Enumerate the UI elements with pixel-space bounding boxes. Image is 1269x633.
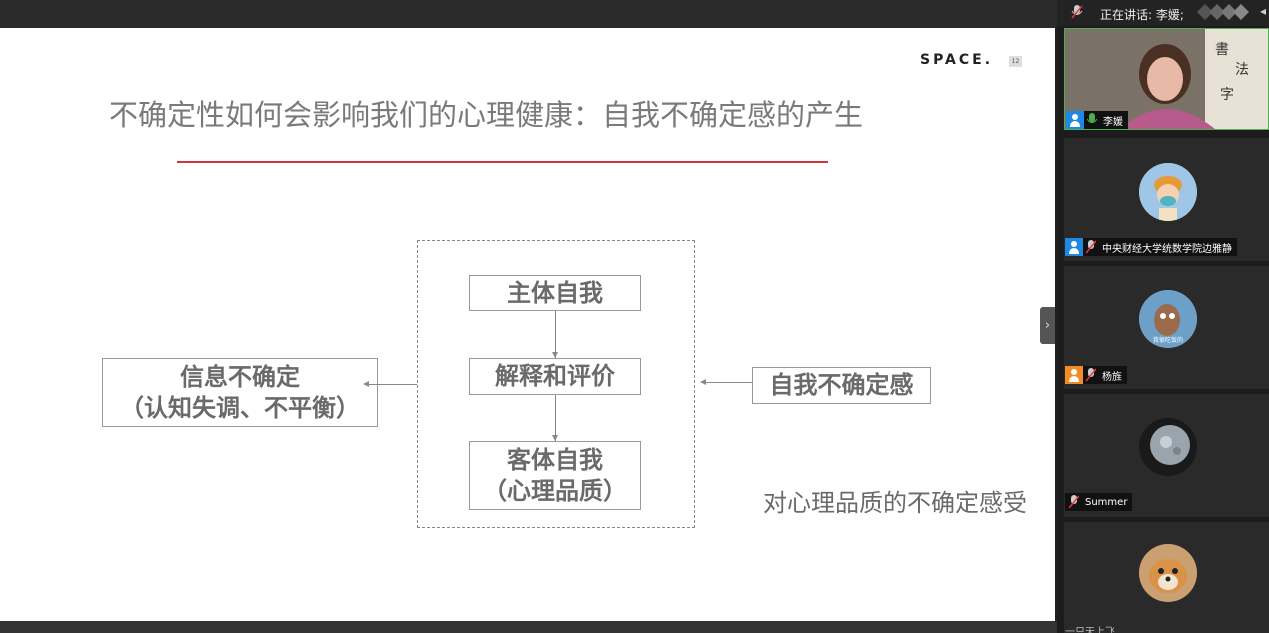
connector-line [365,384,417,385]
signal-icon [1197,4,1249,20]
info-uncertainty-label: 信息不确定 [180,362,300,391]
brand-logo: SPACE. [920,52,994,68]
self-uncertainty-box: 自我不确定感 [752,367,931,404]
participants-panel: 正在讲话: 李媛; ◂ 書 法 字 李媛 [1057,0,1269,633]
participant-name-tag: 杨旌 [1065,366,1127,384]
interpretation-label: 解释和评价 [495,362,615,390]
participant-tile[interactable]: 中央财经大学统数学院边雅静 [1064,138,1269,261]
arrow-left-icon [700,379,706,385]
avatar [1139,544,1197,602]
object-self-sublabel: （心理品质） [483,476,627,505]
shared-slide: SPACE. 12 不确定性如何会影响我们的心理健康：自我不确定感的产生 主体自… [0,28,1055,621]
slide-title: 不确定性如何会影响我们的心理健康：自我不确定感的产生 [109,98,864,132]
participant-name: 一只天上飞 [1065,626,1115,633]
mic-muted-icon[interactable] [1071,5,1083,19]
arrow-left-icon [363,381,369,387]
participant-name-tag: 中央财经大学统数学院边雅静 [1065,238,1237,256]
user-icon [1066,111,1084,129]
connector-line [555,395,556,441]
connector-line [702,382,752,383]
user-icon [1065,366,1083,384]
self-dashed-container [417,240,695,528]
avatar-caption: 我很吃饭的 [1153,336,1183,344]
top-toolbar [0,0,1057,28]
participant-name-tag: 一只天上飞 [1065,621,1120,633]
self-uncertainty-label: 自我不确定感 [769,371,914,399]
participant-name: Summer [1085,496,1128,508]
avatar: 我很吃饭的 [1139,290,1197,348]
page-number: 12 [1009,56,1022,67]
mic-muted-icon [1069,495,1079,509]
object-self-box: 客体自我 （心理品质） [469,441,641,510]
title-underline [177,161,828,163]
participant-name: 中央财经大学统数学院边雅静 [1102,243,1232,255]
participant-tile[interactable]: Summer [1064,394,1269,517]
speaking-label: 正在讲话: 李媛; [1100,8,1184,22]
avatar [1139,163,1197,221]
participant-name-tag: 李媛 [1066,111,1128,129]
connector-line [555,311,556,358]
participant-name: 李媛 [1103,116,1123,128]
participant-name-tag: Summer [1065,493,1133,511]
subject-self-box: 主体自我 [469,275,641,311]
slide-caption: 对心理品质的不确定感受 [763,489,1027,517]
svg-text:字: 字 [1220,87,1234,103]
arrow-down-icon [552,435,558,441]
participant-tile[interactable]: 我很吃饭的 杨旌 [1064,266,1269,389]
info-uncertainty-box: 信息不确定 （认知失调、不平衡） [102,358,378,427]
subject-self-label: 主体自我 [507,278,603,307]
mic-muted-icon [1086,240,1096,254]
info-uncertainty-sublabel: （认知失调、不平衡） [120,393,360,422]
arrow-down-icon [552,352,558,358]
collapse-panel-button[interactable]: › [1040,307,1055,344]
svg-text:書: 書 [1215,42,1229,58]
video-feed: 書 法 字 [1065,29,1268,129]
user-icon [1065,238,1083,256]
mic-on-icon [1087,113,1097,123]
object-self-label: 客体自我 [507,445,603,474]
participant-tile[interactable]: 一只天上飞 [1064,522,1269,633]
panel-toggle-icon[interactable]: ◂ [1260,4,1267,18]
avatar [1139,418,1197,476]
speaking-bar: 正在讲话: 李媛; ◂ [1057,0,1269,26]
interpretation-box: 解释和评价 [469,358,641,395]
participant-name: 杨旌 [1102,371,1122,383]
mic-muted-icon [1086,368,1096,382]
svg-text:法: 法 [1235,62,1249,78]
participant-tile-active[interactable]: 書 法 字 李媛 [1064,28,1269,130]
bottom-toolbar [0,621,1057,633]
